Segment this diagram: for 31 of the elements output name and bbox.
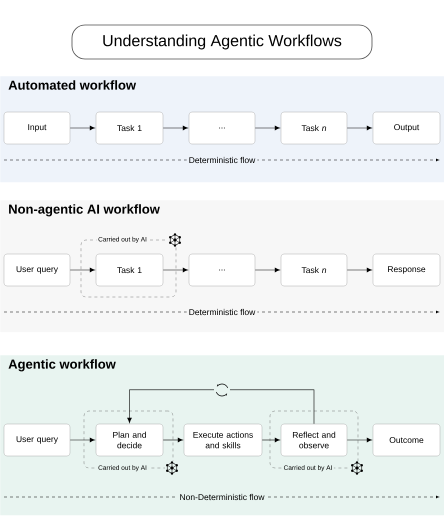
arrow bbox=[70, 126, 95, 130]
arrow bbox=[346, 268, 372, 272]
process-box: Task 1 bbox=[96, 112, 164, 144]
process-box: Plan and decide bbox=[96, 424, 164, 456]
process-box: Response bbox=[372, 254, 440, 286]
flow-label: Deterministic flow bbox=[186, 154, 258, 166]
arrow bbox=[70, 268, 95, 272]
flow-label: Deterministic flow bbox=[186, 306, 258, 318]
arrow bbox=[70, 438, 95, 442]
arrow bbox=[162, 268, 188, 272]
arrow bbox=[127, 390, 314, 424]
process-box: User query bbox=[4, 424, 70, 456]
process-box: ... bbox=[188, 112, 256, 144]
process-box: Task n bbox=[280, 112, 348, 144]
process-box: Outcome bbox=[372, 424, 440, 456]
arrow bbox=[162, 438, 183, 442]
arrow bbox=[254, 126, 280, 130]
arrow bbox=[346, 126, 372, 130]
process-box: Execute actions and skills bbox=[184, 424, 262, 456]
title-box: Understanding Agentic Workflows bbox=[72, 24, 372, 60]
arrow bbox=[346, 438, 372, 442]
process-box: Input bbox=[4, 112, 70, 144]
process-box: Output bbox=[372, 112, 440, 144]
process-box: User query bbox=[4, 254, 70, 286]
arrow bbox=[162, 126, 188, 130]
arrow bbox=[254, 268, 280, 272]
process-box: Task 1 bbox=[96, 254, 164, 286]
process-box: Task n bbox=[280, 254, 348, 286]
process-box: ... bbox=[188, 254, 256, 286]
process-box: Reflect and observe bbox=[280, 424, 348, 456]
arrow bbox=[262, 438, 280, 442]
